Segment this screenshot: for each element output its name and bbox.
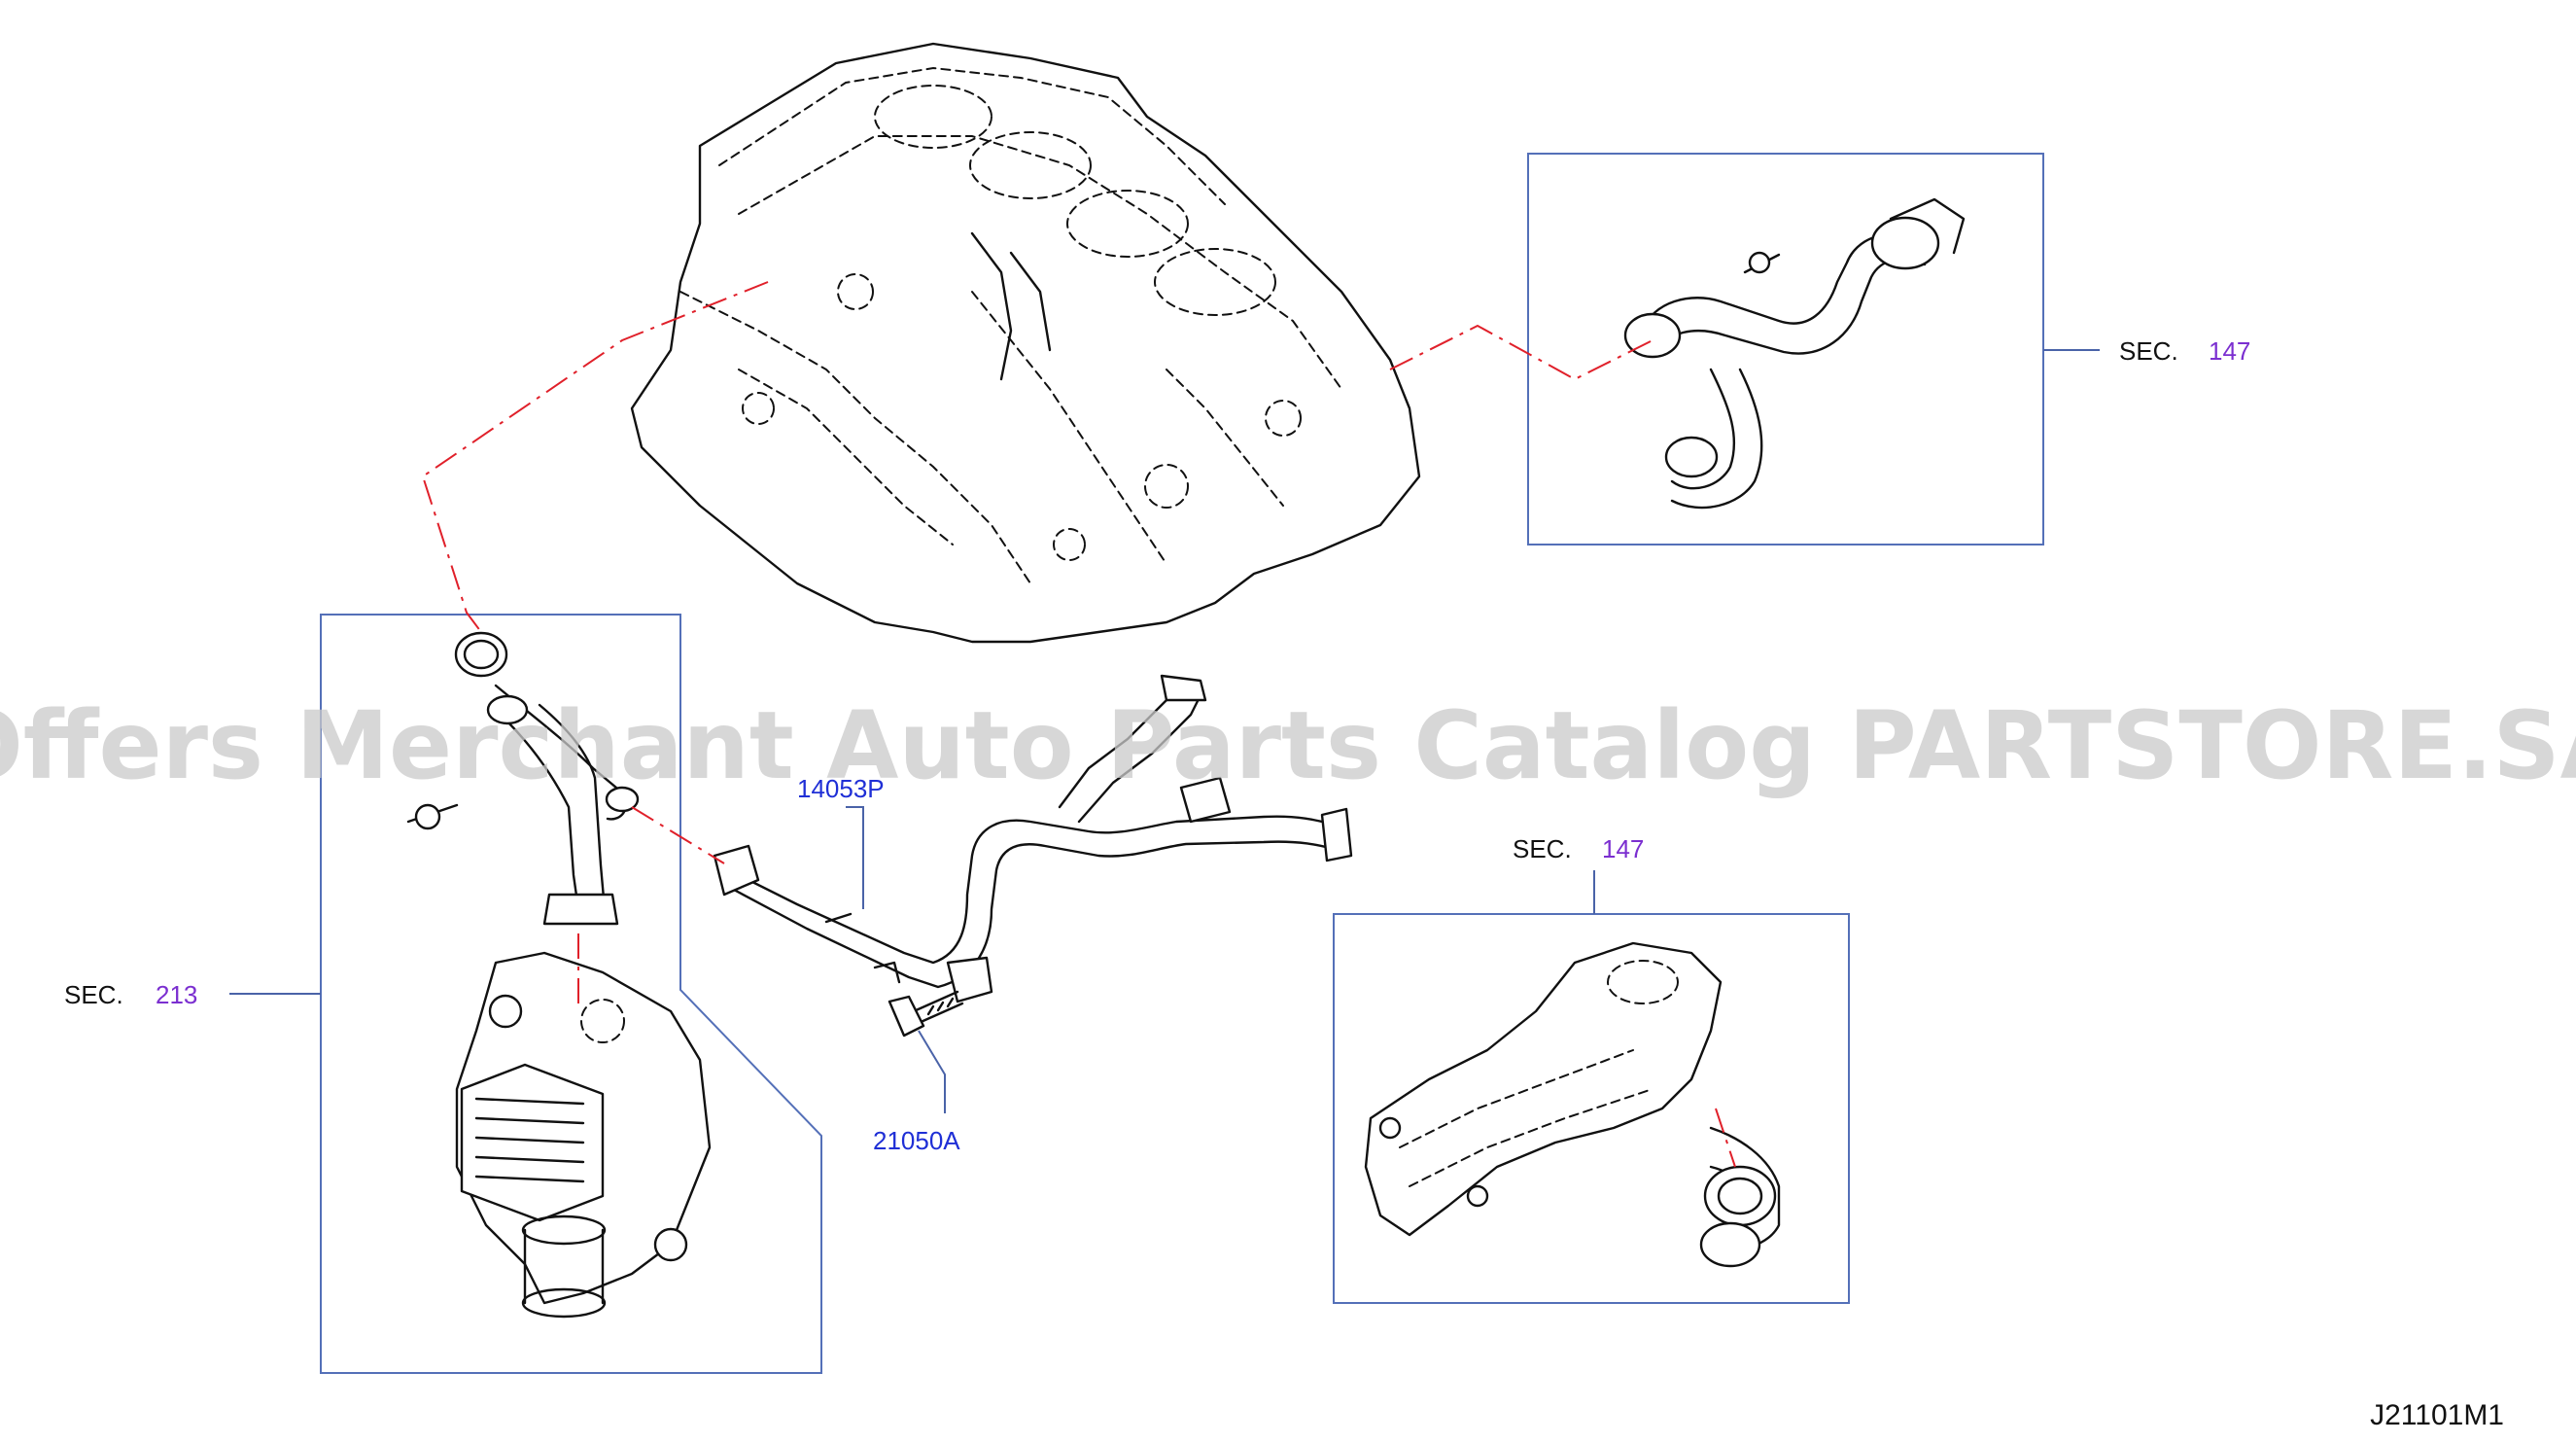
sec-number-top-right[interactable]: 147 [2209,336,2250,366]
sec-label-bottom-right: SEC. [1513,834,1572,863]
water-pipe-illustration [406,631,640,926]
detail-frame-top-right [1527,153,2044,546]
sec-number-left[interactable]: 213 [156,980,197,1009]
diagram-code: J21101M1 [2370,1399,2504,1431]
watermark-text: Offers Merchant Auto Parts Catalog PARTS… [0,691,2576,800]
sec-label-top-right: SEC. [2119,336,2178,366]
reference-line-bottom-right [1715,1108,1736,1168]
part-number-14053p[interactable]: 14053P [797,774,885,803]
sec-number-bottom-right[interactable]: 147 [1602,834,1644,863]
part-number-21050a[interactable]: 21050A [873,1126,960,1155]
hose-illustration-top-right [1623,197,1966,510]
reference-line-pipe-left [631,806,725,864]
oil-cooler-illustration [455,951,712,1319]
reference-line-upper-left [421,281,769,633]
detail-frame-bottom-right [1333,913,1850,1304]
leader-21050a [918,1030,946,1113]
sec-label-left: SEC. [64,980,123,1009]
reference-line-top-right [1389,324,1654,381]
water-hose-14053p-illustration [713,674,1353,1003]
detail-frame-left [320,614,822,1374]
leader-14053p [846,806,864,909]
housing-illustration-bottom-right [1364,941,1781,1268]
bolt-21050a-illustration [888,990,964,1038]
engine-block-illustration [630,42,1421,644]
